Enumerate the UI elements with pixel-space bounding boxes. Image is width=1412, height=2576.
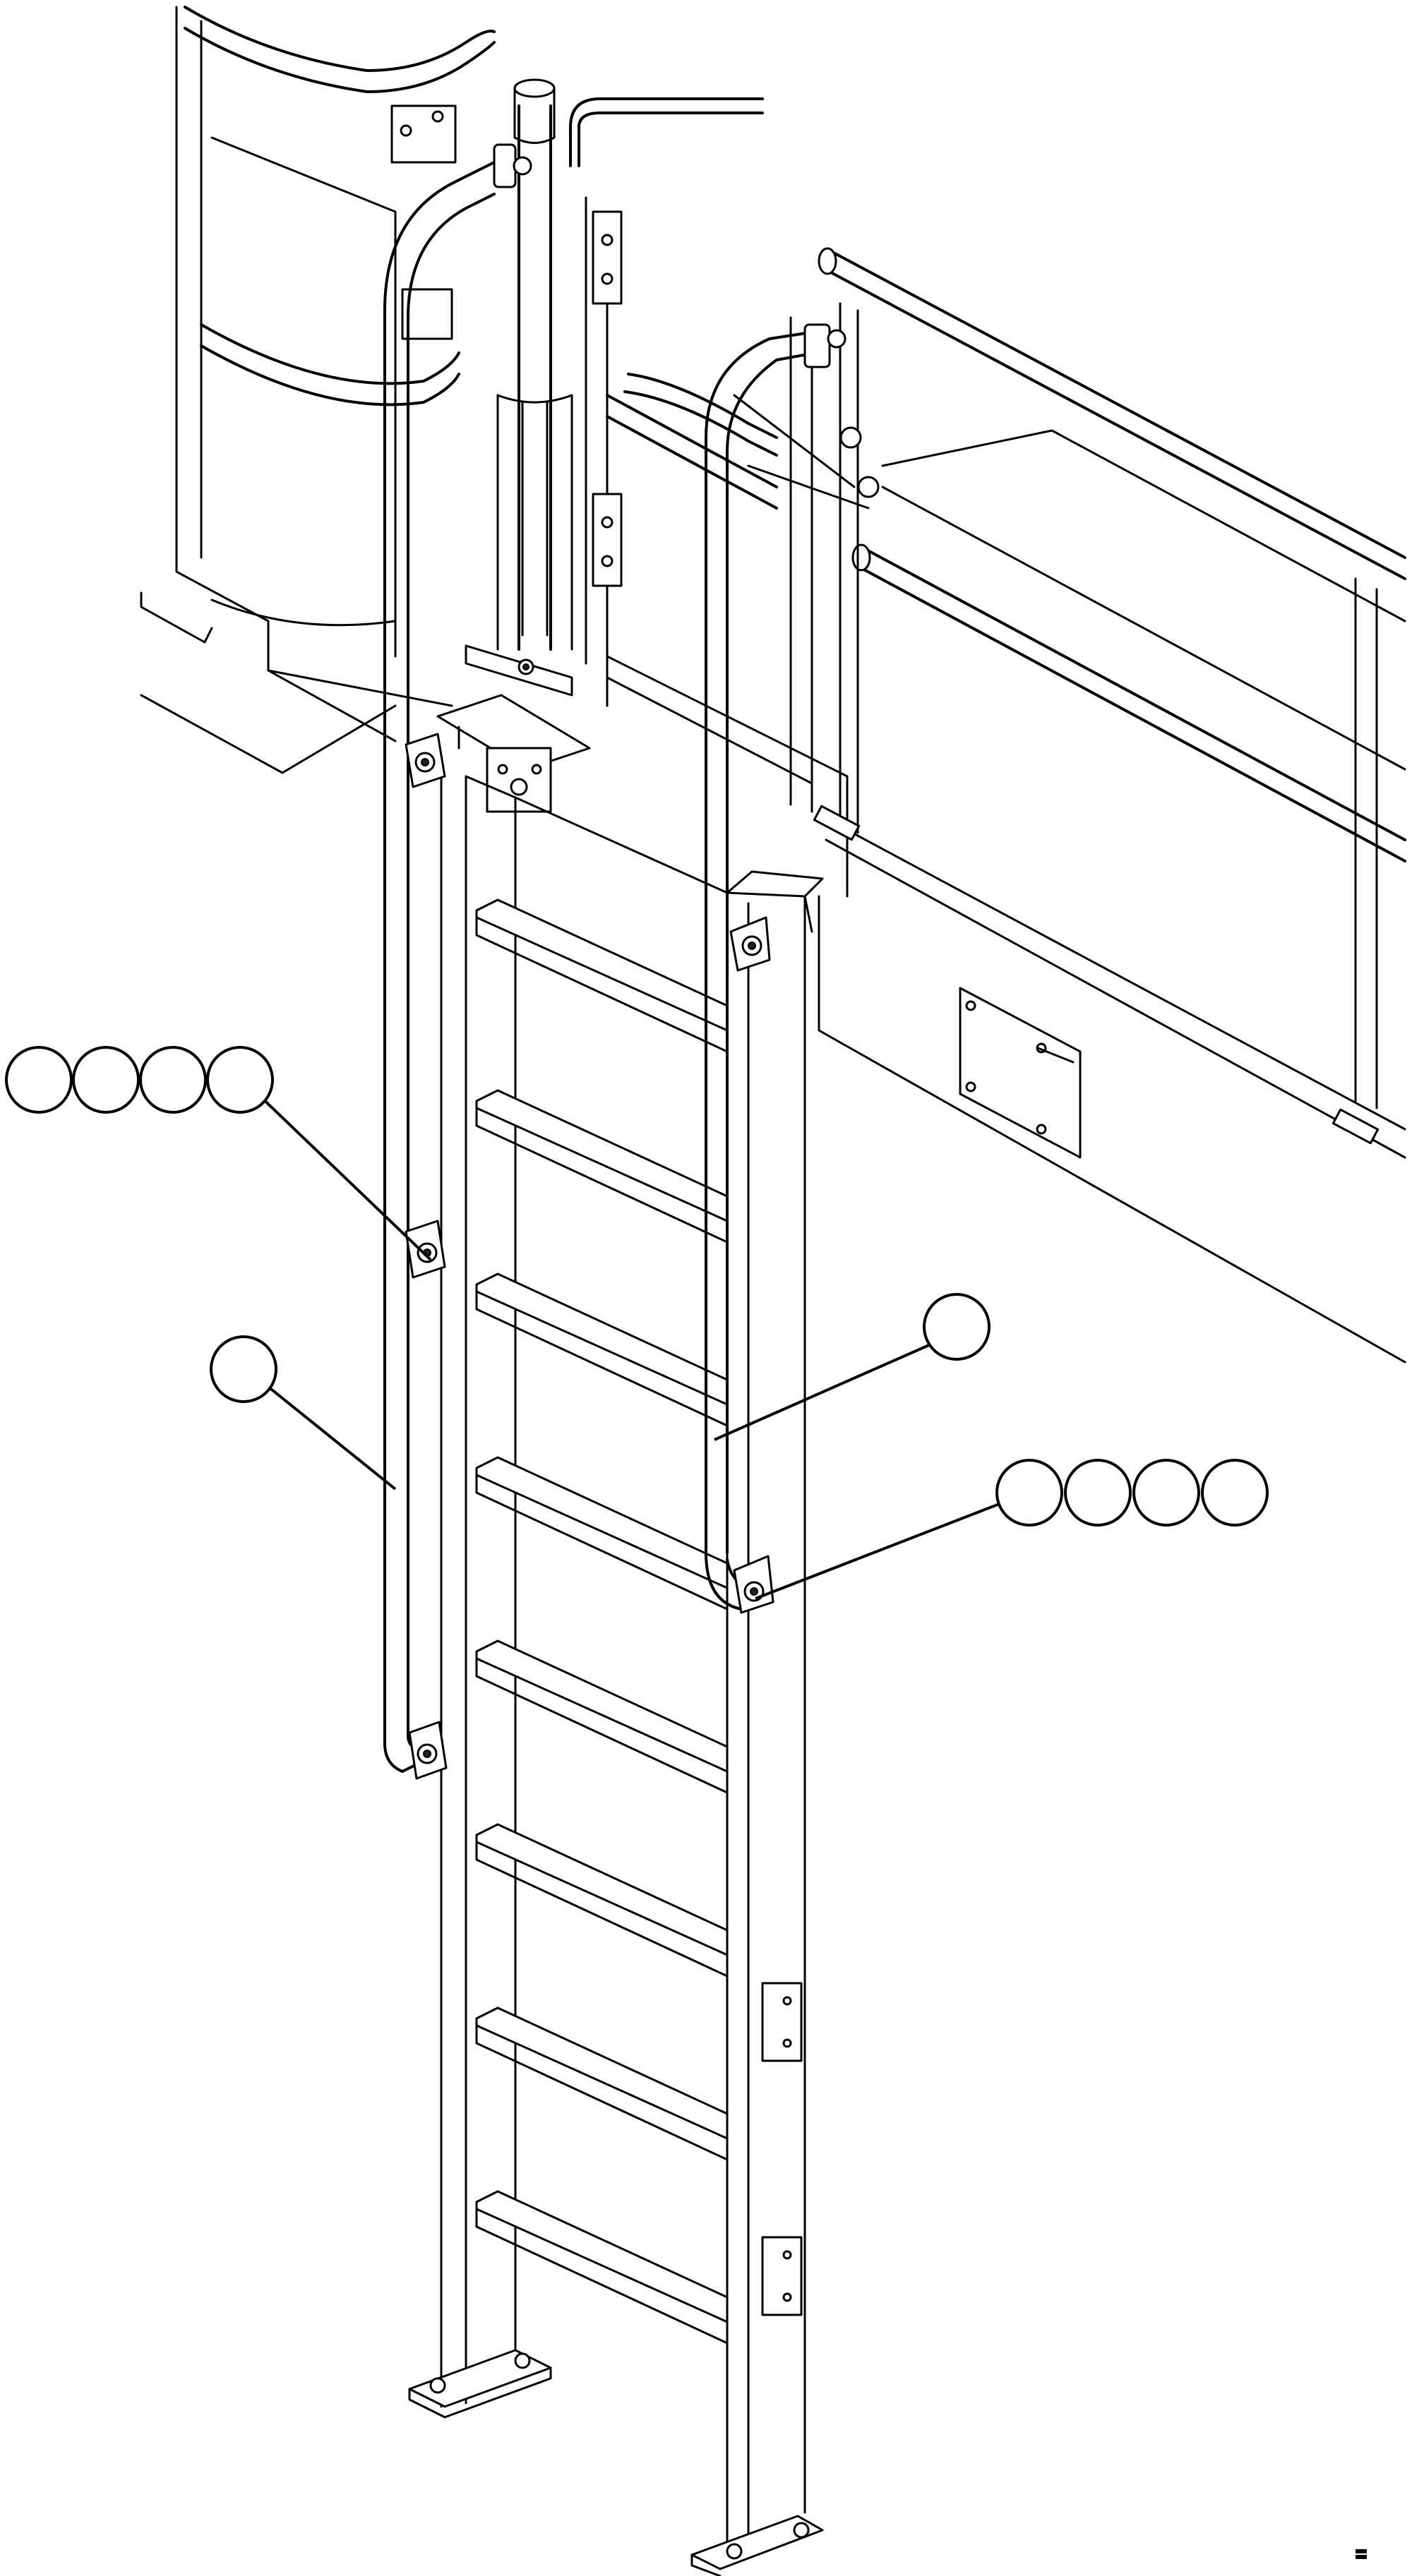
standoff-blocks — [761, 1982, 803, 2316]
callout-right-handrail — [923, 1293, 991, 1361]
callout-group-upper-left — [5, 1046, 274, 1114]
clamp-left-top — [405, 733, 446, 788]
callout-bubble — [995, 1459, 1063, 1527]
callout-bubble — [5, 1046, 73, 1114]
handrail-clamps — [405, 733, 774, 1780]
callout-group-lower-right — [995, 1459, 1269, 1527]
platform-edge-left — [140, 620, 453, 774]
ladder-rung — [475, 1456, 729, 1611]
callout-bubble — [923, 1293, 991, 1361]
callout-bubble — [1064, 1459, 1132, 1527]
callout-bubble — [206, 1046, 274, 1114]
ladder-rung — [475, 2006, 729, 2161]
leader-right-handrail — [714, 1343, 931, 1441]
ladder-rung — [475, 1823, 729, 1978]
leader-lower-right — [755, 1502, 1002, 1600]
gate-frame — [569, 97, 849, 898]
leader-lines — [256, 1093, 1002, 1600]
ladder-rung — [475, 1272, 729, 1427]
corner-mark-icon — [1356, 2549, 1367, 2559]
leader-upper-left — [256, 1093, 432, 1261]
callout-bubble — [139, 1046, 207, 1114]
callout-left-handrail — [210, 1335, 277, 1403]
ladder-rung — [475, 898, 729, 1053]
callout-bubble — [72, 1046, 140, 1114]
clamp-right-top — [729, 916, 771, 972]
callout-bubble — [210, 1335, 277, 1403]
callout-bubble — [1201, 1459, 1269, 1527]
upper-right-guardrail — [733, 247, 1406, 1364]
ladder-base-plates — [408, 2349, 824, 2576]
ladder-rungs — [475, 898, 729, 2345]
ladder-left-stringer — [440, 771, 517, 2408]
wall-mounting-plate — [959, 987, 1082, 1159]
clamp-left-bottom — [408, 1721, 448, 1780]
clamp-left-middle — [405, 1220, 446, 1279]
right-handrail — [705, 323, 846, 1611]
upper-left-guardrail — [140, 6, 496, 658]
callout-bubble — [1132, 1459, 1200, 1527]
ladder-rung — [475, 1089, 729, 1244]
ladder-rung — [475, 1639, 729, 1794]
ladder-rung — [475, 2190, 729, 2345]
left-handrail — [383, 143, 532, 1773]
ladder-top-bracket — [436, 694, 591, 813]
leader-left-handrail — [267, 1385, 397, 1491]
center-post — [465, 78, 573, 697]
clamp-right-bottom — [733, 1555, 774, 1614]
